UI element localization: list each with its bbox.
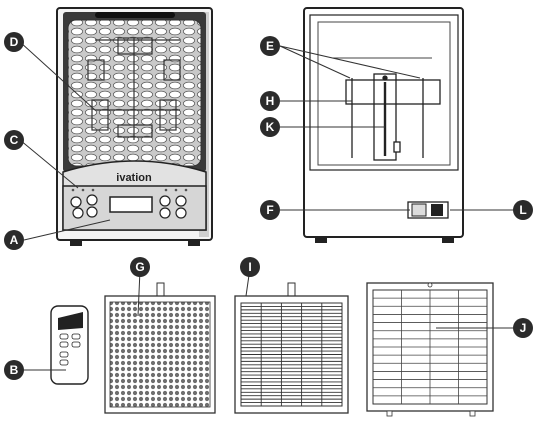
grille-fan-motif	[87, 37, 181, 140]
control-button[interactable]	[159, 195, 171, 207]
front-unit: ivation	[56, 7, 213, 246]
power-switch[interactable]	[431, 204, 443, 216]
grid-filter	[234, 282, 349, 414]
panel-filter-lines	[373, 290, 487, 404]
callout-i: I	[240, 257, 260, 277]
control-button[interactable]	[72, 207, 84, 219]
callout-g: G	[130, 257, 150, 277]
top-handle	[95, 12, 175, 18]
svg-text:K: K	[266, 120, 275, 134]
leader-e2	[279, 45, 421, 79]
control-button[interactable]	[86, 194, 98, 206]
rear-foot-right	[442, 237, 454, 243]
control-button[interactable]	[159, 207, 171, 219]
svg-text:F: F	[266, 203, 273, 217]
control-buttons	[70, 194, 187, 219]
remote-control	[50, 305, 89, 385]
display-screen	[109, 196, 153, 213]
svg-text:A: A	[10, 233, 19, 247]
callout-a: A	[4, 230, 24, 250]
callout-h: H	[260, 91, 280, 111]
leader-a	[23, 219, 111, 241]
svg-text:G: G	[135, 260, 144, 274]
brand-logo: ivation	[116, 172, 152, 184]
callout-e: E	[260, 36, 280, 56]
rear-foot-left	[315, 237, 327, 243]
leader-c	[19, 139, 79, 189]
callout-l: L	[513, 200, 533, 220]
callout-j: J	[513, 318, 533, 338]
callout-b: B	[4, 360, 24, 380]
leader-d	[19, 41, 96, 111]
callout-f: F	[260, 200, 280, 220]
svg-text:B: B	[10, 363, 19, 377]
svg-text:J: J	[520, 321, 527, 335]
rear-unit	[303, 7, 464, 243]
control-button[interactable]	[175, 195, 187, 207]
rear-unit-body	[303, 7, 464, 238]
power-socket[interactable]	[411, 203, 427, 217]
svg-text:C: C	[10, 133, 19, 147]
callouts: A B C D E F G H I J K L	[4, 32, 533, 380]
rear-panel	[309, 14, 459, 171]
svg-text:E: E	[266, 39, 274, 53]
control-button[interactable]	[70, 196, 82, 208]
callout-d: D	[4, 32, 24, 52]
front-foot-right	[188, 240, 200, 246]
svg-text:L: L	[519, 203, 526, 217]
mesh-filter-body	[109, 301, 211, 408]
leader-g	[137, 269, 141, 317]
svg-text:H: H	[266, 94, 275, 108]
rear-chamber	[317, 21, 451, 166]
grid-filter-lines	[241, 303, 342, 406]
svg-text:D: D	[10, 35, 19, 49]
leader-lines	[19, 41, 514, 371]
callout-k: K	[260, 117, 280, 137]
uv-lamp-assembly	[345, 73, 441, 161]
callout-c: C	[4, 130, 24, 150]
control-button[interactable]	[86, 206, 98, 218]
svg-text:I: I	[248, 260, 251, 274]
indicator-lights	[71, 188, 188, 192]
control-button[interactable]	[175, 207, 187, 219]
front-foot-left	[70, 240, 82, 246]
mesh-pre-filter	[104, 282, 216, 414]
panel-filter	[366, 282, 494, 417]
leader-e1	[279, 45, 351, 79]
